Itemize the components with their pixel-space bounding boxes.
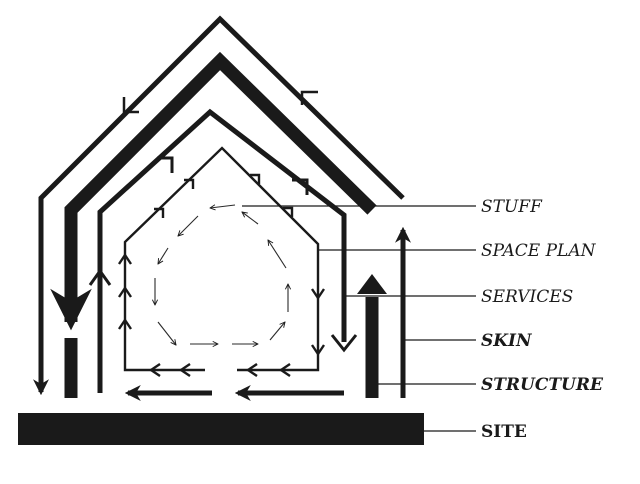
label-site: SITE (481, 422, 527, 442)
space-plan-chevron (311, 288, 325, 301)
skin-outline-left (32, 15, 405, 396)
space-plan-outline (123, 146, 320, 372)
space-plan-chevron (184, 178, 195, 189)
structure-layer (50, 51, 387, 398)
label-structure: STRUCTURE (481, 375, 604, 395)
label-skin: SKIN (481, 331, 533, 351)
label-services: SERVICES (481, 287, 573, 307)
space-plan-chevron (283, 206, 294, 217)
stuff-arrow (178, 215, 199, 236)
structure-outline-left (50, 51, 377, 331)
stuff-arrow (242, 212, 259, 225)
space-plan-chevron (250, 173, 261, 184)
space-plan-chevron (118, 252, 132, 265)
skin-layer (32, 15, 412, 398)
space-plan-chevron (148, 363, 161, 377)
stuff-layer (155, 205, 288, 345)
services-arrow-down-right (330, 334, 358, 353)
space-plan-chevron (245, 363, 258, 377)
services-layer (88, 108, 358, 402)
space-plan-chevron (178, 363, 191, 377)
services-arrow-up-left (88, 268, 112, 286)
space-plan-chevron (154, 207, 165, 218)
skin-arrow-right (300, 90, 318, 105)
space-plan-chevron (118, 317, 132, 330)
site-slab (18, 413, 424, 445)
space-plan-layer (118, 146, 325, 377)
stuff-arrow (158, 247, 169, 264)
space-plan-chevron (278, 363, 291, 377)
leader-lines (242, 205, 476, 432)
label-space-plan: SPACE PLAN (481, 241, 597, 261)
stuff-arrow (157, 321, 176, 345)
services-arrow-right-upper (292, 178, 309, 195)
space-plan-chevron (311, 344, 325, 357)
services-arrow-top (157, 156, 174, 173)
structure-arrow-right-head (357, 274, 387, 294)
stuff-arrow (269, 322, 285, 341)
stuff-arrow (210, 205, 236, 208)
stuff-arrow (268, 240, 287, 269)
layer-labels: STUFF SPACE PLAN SERVICES SKIN STRUCTURE… (481, 197, 604, 442)
skin-arrow-left (122, 97, 139, 114)
space-plan-chevron (118, 285, 132, 298)
label-stuff: STUFF (481, 197, 543, 217)
